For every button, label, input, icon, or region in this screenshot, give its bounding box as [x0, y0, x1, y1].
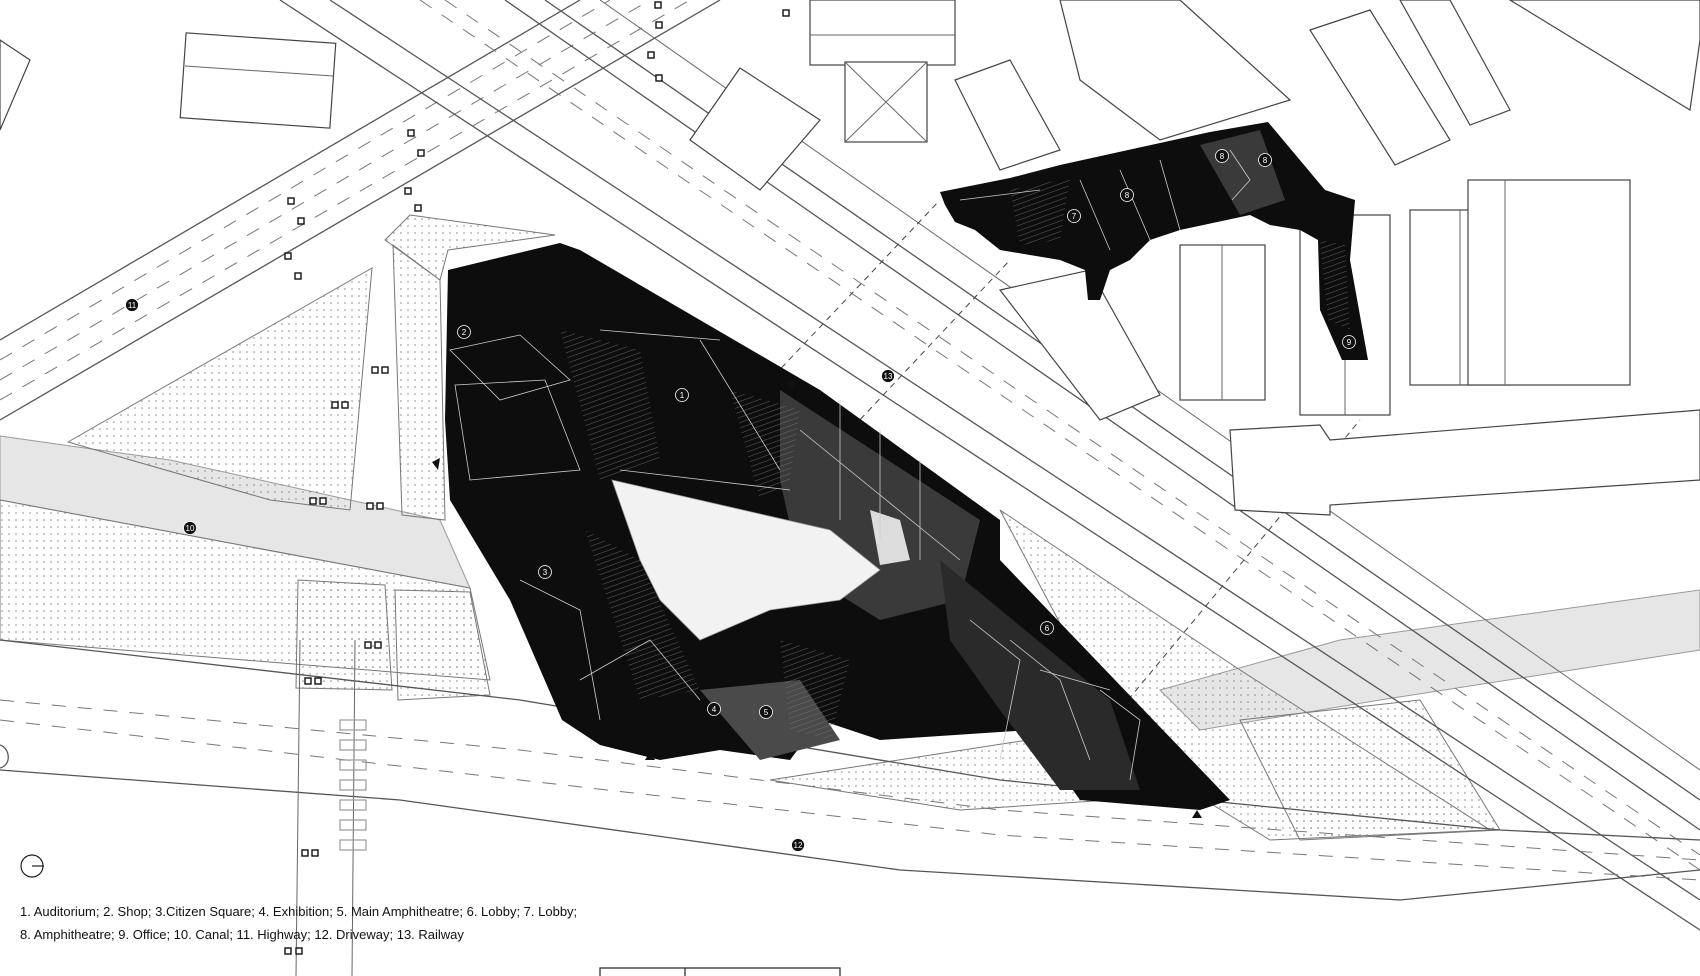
marker-m1-label: 1	[680, 391, 685, 400]
marker-m2-label: 2	[462, 328, 467, 337]
marker-m4-circle	[707, 702, 721, 716]
marker-m3-circle	[538, 565, 552, 579]
marker-m13-circle	[881, 369, 895, 383]
marker-m3-label: 3	[543, 568, 548, 577]
scale-bar	[599, 967, 841, 976]
marker-m4-label: 4	[712, 705, 717, 714]
legend: 1. Auditorium; 2. Shop; 3.Citizen Square…	[20, 900, 720, 946]
marker-m6-circle	[1040, 621, 1054, 635]
marker-m5-label: 5	[764, 708, 769, 717]
marker-m12-label: 12	[794, 841, 803, 850]
marker-m13-label: 13	[884, 372, 893, 381]
landscape-parcels	[0, 214, 1501, 841]
marker-m8b-circle	[1215, 149, 1229, 163]
marker-m1-circle	[675, 388, 689, 402]
marker-m5-circle	[759, 705, 773, 719]
marker-m11-label: 11	[128, 301, 137, 310]
north-arrow-icon	[20, 854, 44, 878]
marker-m11-circle	[125, 298, 139, 312]
legend-line-1: 1. Auditorium; 2. Shop; 3.Citizen Square…	[20, 904, 578, 919]
marker-m12-circle	[791, 838, 805, 852]
main-building	[432, 243, 1230, 818]
marker-m8b-label: 8	[1220, 152, 1225, 161]
marker-m9-circle	[1342, 335, 1356, 349]
marker-m10-circle	[183, 521, 197, 535]
marker-m6-label: 6	[1045, 624, 1050, 633]
legend-line-2: 8. Amphitheatre; 9. Office; 10. Canal; 1…	[20, 927, 464, 942]
marker-m9-label: 9	[1347, 338, 1352, 347]
highway	[0, 0, 721, 421]
crosswalk	[295, 639, 367, 976]
bollards	[284, 1, 790, 955]
marker-m2-circle	[457, 325, 471, 339]
marker-m8a-circle	[1120, 188, 1134, 202]
marker-m8c-label: 8	[1263, 156, 1268, 165]
marker-m8c-circle	[1258, 153, 1272, 167]
marker-m10-label: 10	[186, 524, 195, 533]
driveway	[0, 639, 1700, 901]
marker-m7-label: 7	[1072, 212, 1077, 221]
marker-m8a-label: 8	[1125, 191, 1130, 200]
surrounding-buildings	[0, 0, 1700, 516]
marker-m7-circle	[1067, 209, 1081, 223]
